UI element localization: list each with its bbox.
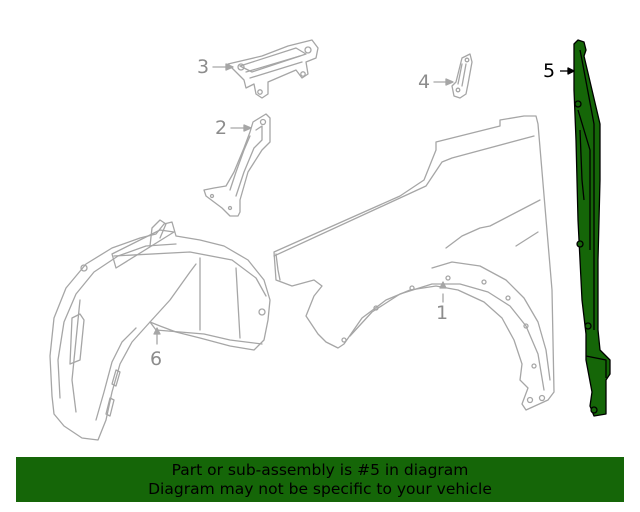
- callout-3-arrowhead: [225, 63, 234, 71]
- callout-3-label[interactable]: 3: [197, 56, 210, 78]
- callout-4-arrowhead: [445, 78, 454, 86]
- callout-4-label[interactable]: 4: [418, 71, 431, 93]
- banner-disclaimer: Diagram may not be specific to your vehi…: [148, 480, 492, 498]
- part-2-support-bracket[interactable]: [203, 113, 271, 217]
- part-1-fender[interactable]: [273, 115, 555, 411]
- info-banner: Part or sub-assembly is #5 in diagram Di…: [16, 457, 624, 502]
- part-6-fender-liner[interactable]: [49, 219, 271, 441]
- callout-5-arrowhead: [567, 67, 575, 75]
- callout-1-label[interactable]: 1: [436, 302, 449, 324]
- callout-2-arrowhead: [243, 124, 252, 132]
- callout-5-label[interactable]: 5: [543, 60, 556, 82]
- banner-part-note: Part or sub-assembly is #5 in diagram: [171, 461, 469, 479]
- part-5-fender-seal-highlighted[interactable]: [560, 39, 611, 417]
- callout-6-label[interactable]: 6: [150, 348, 163, 370]
- part-4-small-bracket[interactable]: [451, 53, 473, 99]
- callout-2-label[interactable]: 2: [215, 117, 228, 139]
- part-3-upper-bracket[interactable]: [227, 39, 319, 99]
